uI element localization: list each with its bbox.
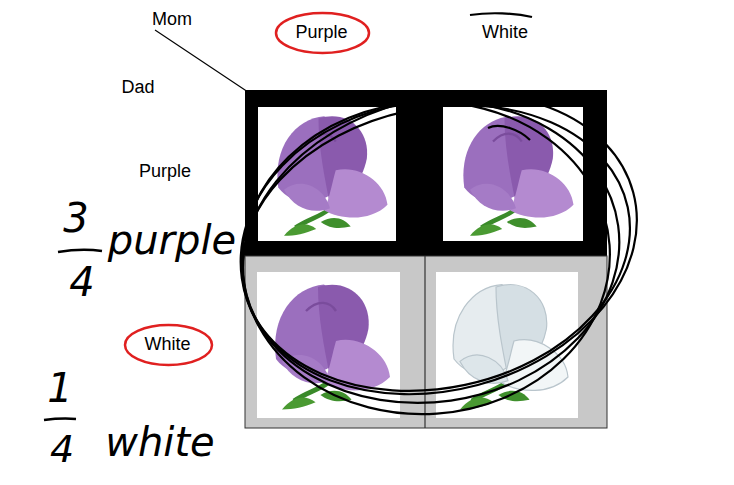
- circled-allele: Purple: [274, 11, 371, 55]
- red-circle-outline: [276, 13, 369, 53]
- allele-label: Purple: [139, 162, 191, 182]
- allele-label: White: [145, 335, 191, 355]
- fraction-number: 1: [47, 366, 72, 410]
- red-circle-outline: [125, 325, 212, 365]
- fraction-number: 4: [69, 260, 94, 304]
- fraction-number: 4: [50, 429, 74, 471]
- parent-label: Mom: [152, 10, 192, 30]
- fraction-number: 3: [63, 196, 88, 240]
- parent-label: Dad: [121, 78, 154, 98]
- circled-allele: White: [123, 323, 214, 367]
- allele-label: White: [482, 23, 528, 43]
- handwritten-note: white: [105, 420, 214, 464]
- allele-label: Purple: [296, 23, 348, 43]
- handwritten-note: purple: [108, 218, 236, 262]
